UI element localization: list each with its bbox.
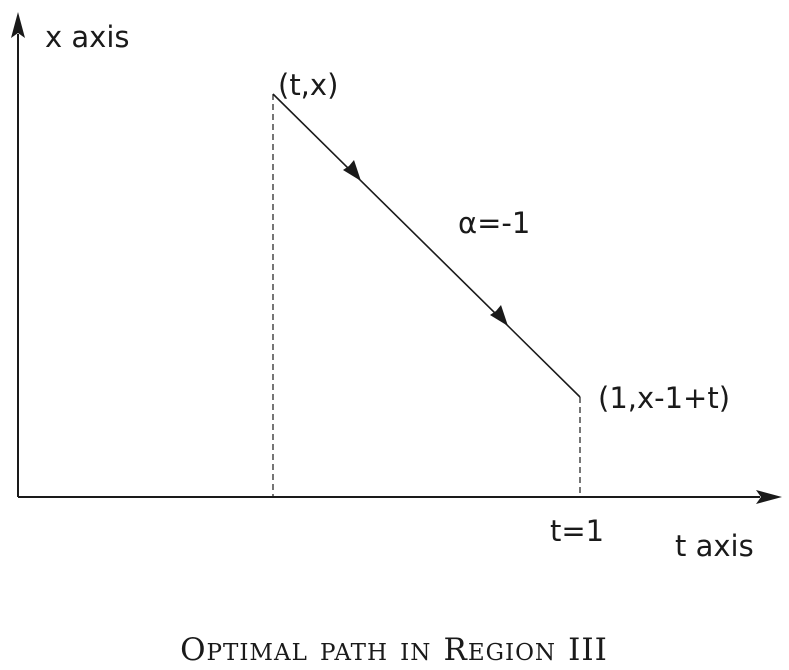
caption-word4-initial: R: [443, 632, 468, 668]
y-axis-label: x axis: [45, 20, 129, 54]
y-axis-arrowhead: [11, 12, 25, 38]
caption-word4-rest: EGION: [468, 640, 556, 666]
x-axis-label: t axis: [675, 529, 754, 563]
control-label: α=-1: [458, 206, 530, 240]
t-end-label: t=1: [550, 514, 604, 548]
end-point-label: (1,x-1+t): [598, 381, 730, 415]
caption-word3: IN: [400, 640, 431, 666]
path-direction-arrow-2: [490, 305, 508, 326]
diagram-caption: OPTIMAL PATH IN REGION III: [180, 632, 608, 668]
caption-word1-rest: PTIMAL: [207, 640, 308, 666]
path-direction-arrow-1: [343, 160, 361, 181]
caption-word2: PATH: [320, 640, 388, 666]
caption-numeral: III: [568, 632, 608, 668]
x-axis-arrowhead: [756, 490, 782, 504]
optimal-path-line: [272, 93, 581, 398]
caption-word1-initial: O: [180, 632, 206, 668]
start-point-label: (t,x): [278, 68, 338, 102]
